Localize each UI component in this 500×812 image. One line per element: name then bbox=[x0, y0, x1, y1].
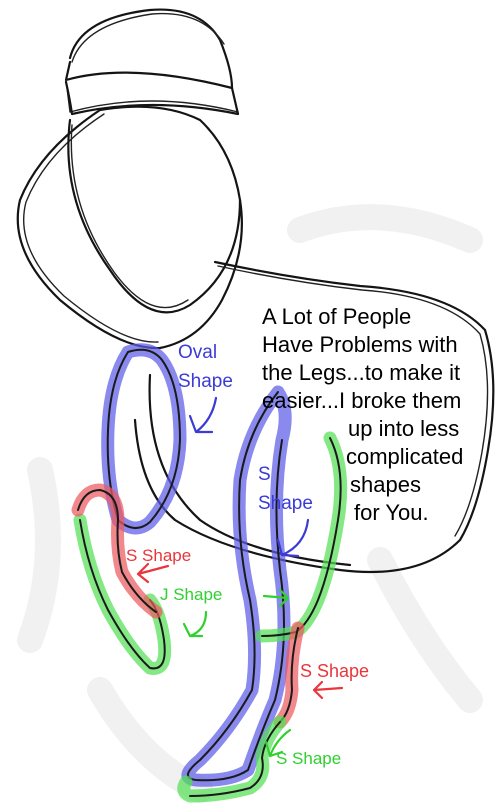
oval-label-line1: Oval bbox=[178, 342, 217, 363]
s-red-right-label: S Shape bbox=[300, 661, 369, 681]
s-red-left-arrow bbox=[136, 562, 170, 584]
oval-label-line2: Shape bbox=[178, 371, 233, 392]
s-blue-label-line2: Shape bbox=[258, 493, 313, 514]
s-red-right-arrow bbox=[312, 680, 344, 700]
note-line-5: up into less bbox=[348, 416, 459, 441]
s-blue-arrow bbox=[276, 518, 310, 558]
s-green-bottom-arrow bbox=[264, 728, 292, 758]
note-line-2: Have Problems with bbox=[262, 332, 458, 357]
blue-s-shape-highlight bbox=[181, 385, 292, 787]
shape-labels: Oval Shape S Shape S Shape J Shape S Sha… bbox=[126, 342, 369, 768]
s-red-left-label: S Shape bbox=[126, 546, 191, 565]
oval-shape-highlight bbox=[101, 343, 187, 535]
left-s-shape-red-highlight bbox=[71, 483, 163, 619]
hat-sketch bbox=[64, 8, 240, 116]
j-arrow-right bbox=[262, 588, 290, 608]
right-s-shape-red-highlight bbox=[273, 621, 305, 729]
note-line-8: for You. bbox=[354, 500, 429, 525]
s-blue-label-line1: S bbox=[258, 464, 271, 485]
right-leg-green-highlight bbox=[255, 431, 348, 643]
oval-arrow bbox=[188, 396, 218, 434]
head-sketch bbox=[16, 105, 243, 350]
note-line-1: A Lot of People bbox=[262, 304, 411, 329]
j-green-label: J Shape bbox=[160, 585, 222, 604]
s-green-bottom-label: S Shape bbox=[276, 749, 341, 768]
left-j-shape-highlight bbox=[73, 513, 172, 675]
note-line-3: the Legs...to make it bbox=[262, 360, 460, 385]
foot-s-shape-green-highlight bbox=[177, 715, 287, 803]
note-line-6: complicated bbox=[346, 444, 463, 469]
j-arrow-left bbox=[182, 610, 208, 638]
tutorial-note: A Lot of People Have Problems with the L… bbox=[262, 304, 463, 525]
annotation-arrows bbox=[136, 396, 344, 758]
note-line-7: shapes bbox=[350, 472, 421, 497]
note-line-4: easier...I broke them bbox=[262, 388, 461, 413]
